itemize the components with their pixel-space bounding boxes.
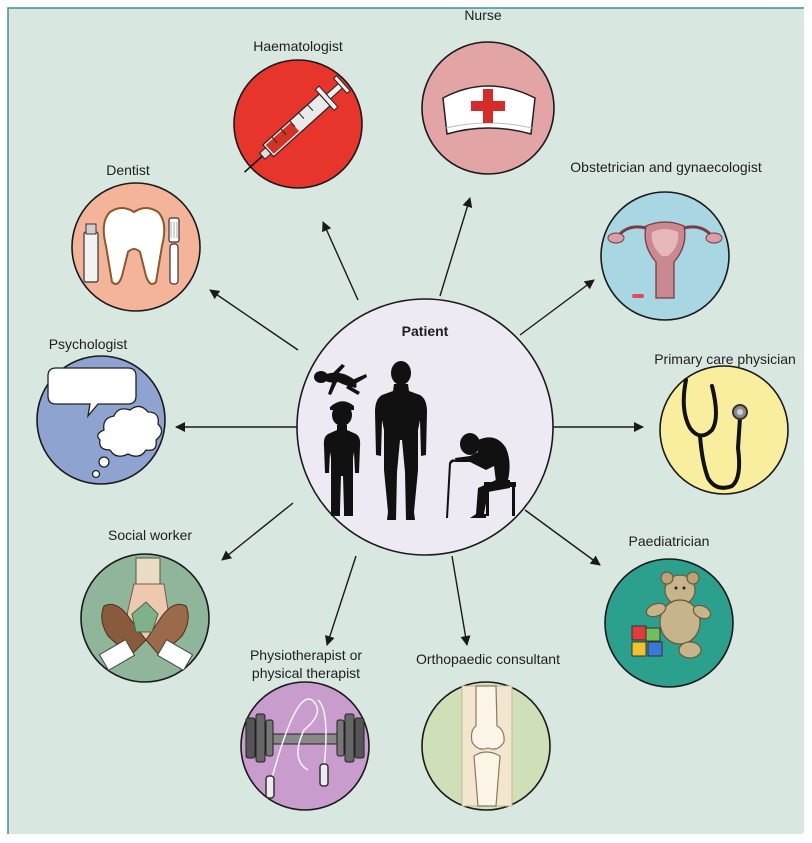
patient-node: Patient (297, 299, 553, 555)
label-haematologist: Haematologist (253, 38, 343, 54)
specialist-physiotherapist: Physiotherapist or physical therapist (241, 647, 369, 810)
label-paediatrician: Paediatrician (629, 533, 710, 549)
toothbrush-icon (169, 218, 179, 284)
label-orthopaedic: Orthopaedic consultant (416, 651, 560, 667)
label-physiotherapist-2: physical therapist (252, 665, 360, 681)
nurse-cap-icon (443, 86, 535, 134)
label-physiotherapist-1: Physiotherapist or (250, 647, 362, 663)
label-nurse: Nurse (464, 7, 502, 23)
toothpaste-icon (84, 224, 98, 282)
label-dentist: Dentist (106, 162, 150, 178)
label-psychologist: Psychologist (49, 336, 128, 352)
label-social-worker: Social worker (108, 527, 192, 543)
knee-joint-icon (462, 686, 512, 806)
label-obstetrician: Obstetrician and gynaecologist (570, 159, 762, 175)
patient-title: Patient (402, 323, 449, 339)
label-primary-care: Primary care physician (654, 351, 796, 367)
